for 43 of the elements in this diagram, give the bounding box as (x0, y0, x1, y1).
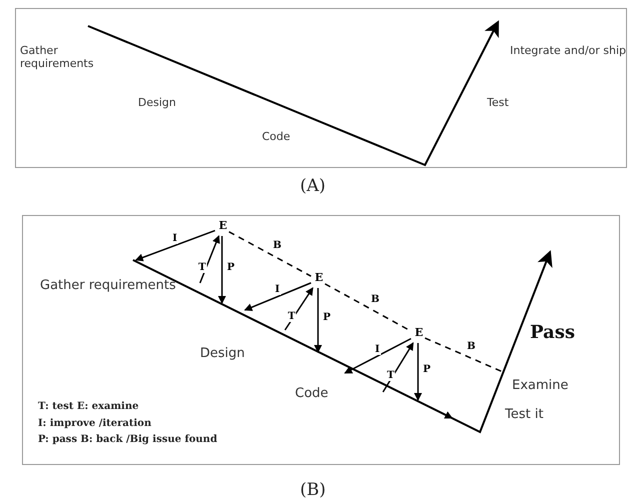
stage-label: Gather requirements (20, 44, 95, 70)
edge-label: B (370, 294, 380, 304)
panel-caption: (B) (300, 480, 326, 499)
stage-label: Design (138, 96, 176, 109)
arrow (344, 338, 412, 374)
key-text: I: improve /iteration (38, 418, 152, 429)
edge-label: P (322, 312, 332, 323)
arrow (414, 343, 422, 401)
arrow (218, 236, 226, 304)
arrow (244, 282, 312, 312)
panel-caption: (A) (300, 176, 326, 196)
edge-label: I (374, 344, 381, 355)
edge-label: I (172, 233, 178, 244)
stage-label: Gather requirements (40, 278, 177, 293)
outcome-label: Pass (530, 322, 575, 343)
key-text: T: test E: examine (38, 401, 139, 412)
arrow (284, 287, 314, 330)
edge-label: B (272, 240, 282, 251)
edge-label: I (274, 284, 281, 296)
edge-label: T (286, 311, 296, 322)
dashed-connector (228, 231, 312, 277)
stage-label: Code (262, 130, 290, 143)
arrow (135, 230, 216, 262)
dashed-connector (424, 337, 504, 373)
panel-frame (22, 215, 620, 465)
edge-label: T (197, 262, 207, 272)
panel-frame (15, 8, 627, 168)
checkpoint-label: E (216, 221, 230, 237)
stage-label: Integrate and/or ship (510, 44, 628, 57)
edge-label: P (226, 262, 236, 272)
stage-label: Examine (512, 378, 568, 393)
arrow (382, 342, 414, 392)
key-text: P: pass B: back /Big issue found (38, 434, 218, 445)
stage-label: Test (487, 96, 509, 109)
arrow (199, 235, 220, 284)
edge-label: T (386, 370, 396, 380)
arrow (314, 288, 322, 353)
checkpoint-label: E (412, 328, 426, 344)
edge-label: P (422, 364, 432, 374)
stage-label: Test it (505, 407, 544, 422)
checkpoint-label: E (312, 273, 326, 289)
stage-label: Code (295, 386, 328, 401)
stage-label: Design (200, 346, 245, 361)
